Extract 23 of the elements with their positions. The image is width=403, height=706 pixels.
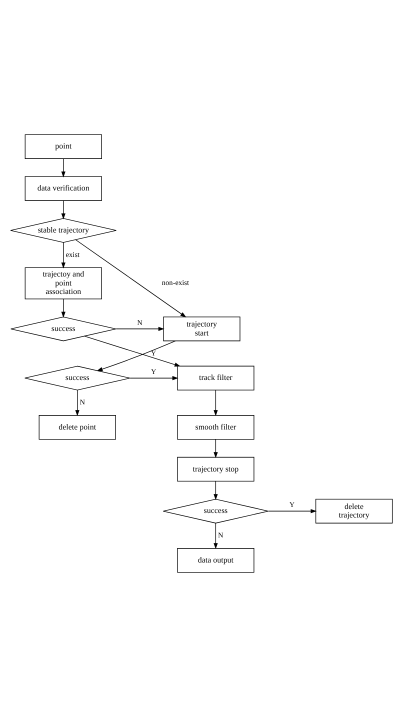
arrow: [214, 522, 218, 549]
arrow: [75, 238, 186, 317]
arrow: [130, 376, 178, 380]
arrow: [214, 389, 218, 416]
arrow: [214, 480, 218, 500]
arrow: [96, 340, 176, 371]
arrow: [84, 335, 181, 366]
edge-label: Y: [289, 500, 295, 509]
edge-label: N: [137, 317, 142, 326]
arrow: [268, 508, 317, 513]
arrow: [61, 200, 66, 219]
arrow: [61, 298, 66, 318]
edge-label: N: [80, 397, 85, 406]
edge-label: N: [218, 530, 224, 540]
arrow: [116, 326, 164, 330]
edge-label: exist: [66, 249, 80, 258]
edge-label: Y: [151, 366, 156, 376]
edge-label: non-exist: [162, 278, 190, 287]
edge-label: Y: [150, 348, 156, 357]
arrow: [214, 438, 218, 458]
arrow: [61, 242, 66, 268]
arrow: [75, 389, 80, 416]
arrow: [61, 158, 66, 177]
